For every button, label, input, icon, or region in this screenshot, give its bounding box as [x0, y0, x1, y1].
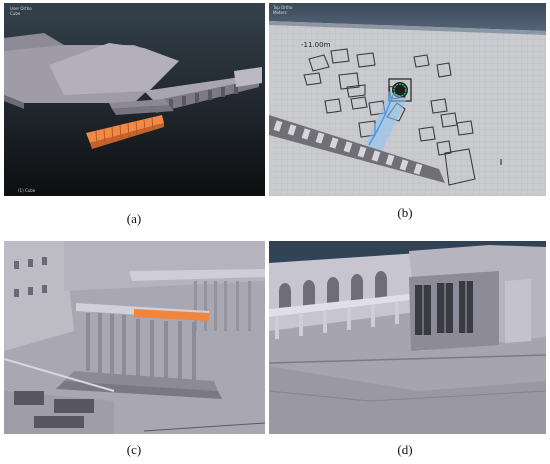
caption-d: (d): [397, 442, 413, 457]
viewport-footer: (1) Cube: [18, 188, 36, 193]
panel-a-viewport[interactable]: User Ortho Cube (1) Cube: [4, 3, 265, 196]
scale-label: -11.00m: [301, 41, 331, 49]
view-mode-label: Top Ortho: [273, 5, 293, 10]
viewport-header: Top Ortho Meters: [273, 5, 292, 15]
object-name-label: Cube: [10, 11, 21, 16]
view-mode-label: User Ortho: [10, 6, 32, 11]
panel-b-viewport[interactable]: Top Ortho Meters -11.00m: [269, 3, 546, 196]
caption-a: (a): [126, 211, 142, 226]
units-label: Meters: [273, 10, 287, 15]
panel-d-viewport[interactable]: [269, 241, 546, 434]
caption-c: (c): [126, 442, 142, 457]
viewport-header: User Ortho Cube: [10, 6, 32, 16]
caption-b: (b): [397, 205, 413, 220]
panel-c-viewport[interactable]: [4, 241, 265, 434]
